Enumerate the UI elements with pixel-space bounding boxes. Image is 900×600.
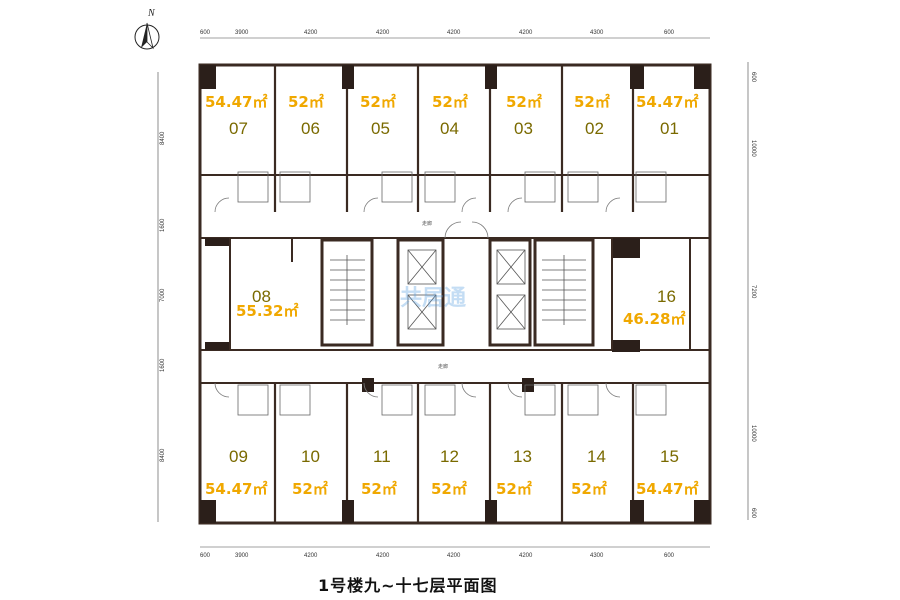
- dim-left-0: 8400: [160, 131, 166, 145]
- dim-bottom-7: 600: [664, 553, 675, 559]
- dim-top-7: 600: [664, 30, 675, 36]
- middle-units: 08 55.32㎡ 16 46.28㎡: [236, 287, 685, 328]
- unit-13-area: 52㎡: [496, 480, 532, 498]
- unit-07-area: 54.47㎡: [205, 93, 267, 111]
- top-units: 54.47㎡ 07 52㎡ 06 52㎡ 05 52㎡ 04 52㎡ 03 52…: [205, 93, 698, 138]
- dim-left-1: 1600: [160, 218, 166, 232]
- dim-bottom-6: 4300: [590, 553, 604, 559]
- unit-12-area: 52㎡: [431, 480, 467, 498]
- building-walls: [198, 63, 712, 525]
- unit-04-number: 04: [440, 119, 459, 138]
- dim-left-4: 8400: [160, 448, 166, 462]
- unit-08-area: 55.32㎡: [236, 302, 298, 320]
- unit-09-number: 09: [229, 447, 248, 466]
- unit-08-number: 08: [252, 287, 271, 306]
- bottom-units: 09 54.47㎡ 10 52㎡ 11 52㎡ 12 52㎡ 13 52㎡ 14…: [205, 447, 698, 498]
- dim-right-4: 600: [750, 508, 756, 519]
- dimension-lines: [157, 37, 749, 548]
- unit-12-number: 12: [440, 447, 459, 466]
- dim-bottom-4: 4200: [447, 553, 461, 559]
- unit-02-number: 02: [585, 119, 604, 138]
- unit-06-number: 06: [301, 119, 320, 138]
- watermark: 共居通: [400, 286, 466, 311]
- dim-right-2: 7200: [750, 285, 756, 299]
- plan-title: 1号楼九~十七层平面图: [318, 576, 498, 595]
- unit-16-number: 16: [657, 287, 676, 306]
- dim-top-4: 4200: [447, 30, 461, 36]
- dim-top-3: 4200: [376, 30, 390, 36]
- unit-11-number: 11: [373, 447, 391, 466]
- right-dimensions: 600 10000 7200 10000 600: [750, 72, 756, 519]
- dim-right-3: 10000: [750, 425, 756, 442]
- dim-top-1: 3900: [235, 30, 249, 36]
- unit-15-number: 15: [660, 447, 679, 466]
- unit-14-number: 14: [587, 447, 606, 466]
- unit-04-area: 52㎡: [432, 93, 468, 111]
- unit-01-area: 54.47㎡: [636, 93, 698, 111]
- unit-11-area: 52㎡: [361, 480, 397, 498]
- dim-bottom-5: 4200: [519, 553, 533, 559]
- dim-bottom-1: 3900: [235, 553, 249, 559]
- unit-05-number: 05: [371, 119, 390, 138]
- north-label: N: [147, 8, 156, 19]
- dim-left-3: 1600: [160, 358, 166, 372]
- unit-15-area: 54.47㎡: [636, 480, 698, 498]
- north-arrow: N: [134, 8, 160, 50]
- dim-bottom-3: 4200: [376, 553, 390, 559]
- dim-bottom-0: 600: [200, 553, 211, 559]
- corridor-label-bottom: 走廊: [438, 363, 448, 370]
- dim-right-1: 10000: [750, 140, 756, 157]
- unit-16-area: 46.28㎡: [623, 310, 685, 328]
- unit-03-number: 03: [514, 119, 533, 138]
- unit-14-area: 52㎡: [571, 480, 607, 498]
- unit-10-area: 52㎡: [292, 480, 328, 498]
- unit-13-number: 13: [513, 447, 532, 466]
- top-dimensions: 600 3900 4200 4200 4200 4200 4300 600: [200, 30, 675, 36]
- dim-top-6: 4300: [590, 30, 604, 36]
- corridor-label-top: 走廊: [422, 220, 432, 227]
- left-dimensions: 8400 1600 7000 1600 8400: [160, 131, 166, 462]
- dim-bottom-2: 4200: [304, 553, 318, 559]
- unit-05-area: 52㎡: [360, 93, 396, 111]
- unit-02-area: 52㎡: [574, 93, 610, 111]
- unit-10-number: 10: [301, 447, 320, 466]
- unit-07-number: 07: [229, 119, 248, 138]
- dim-left-2: 7000: [160, 288, 166, 302]
- unit-03-area: 52㎡: [506, 93, 542, 111]
- dim-top-0: 600: [200, 30, 211, 36]
- dim-top-5: 4200: [519, 30, 533, 36]
- dim-top-2: 4200: [304, 30, 318, 36]
- bottom-dimensions: 600 3900 4200 4200 4200 4200 4300 600: [200, 553, 675, 559]
- unit-09-area: 54.47㎡: [205, 480, 267, 498]
- dim-right-0: 600: [750, 72, 756, 83]
- unit-06-area: 52㎡: [288, 93, 324, 111]
- unit-01-number: 01: [660, 119, 679, 138]
